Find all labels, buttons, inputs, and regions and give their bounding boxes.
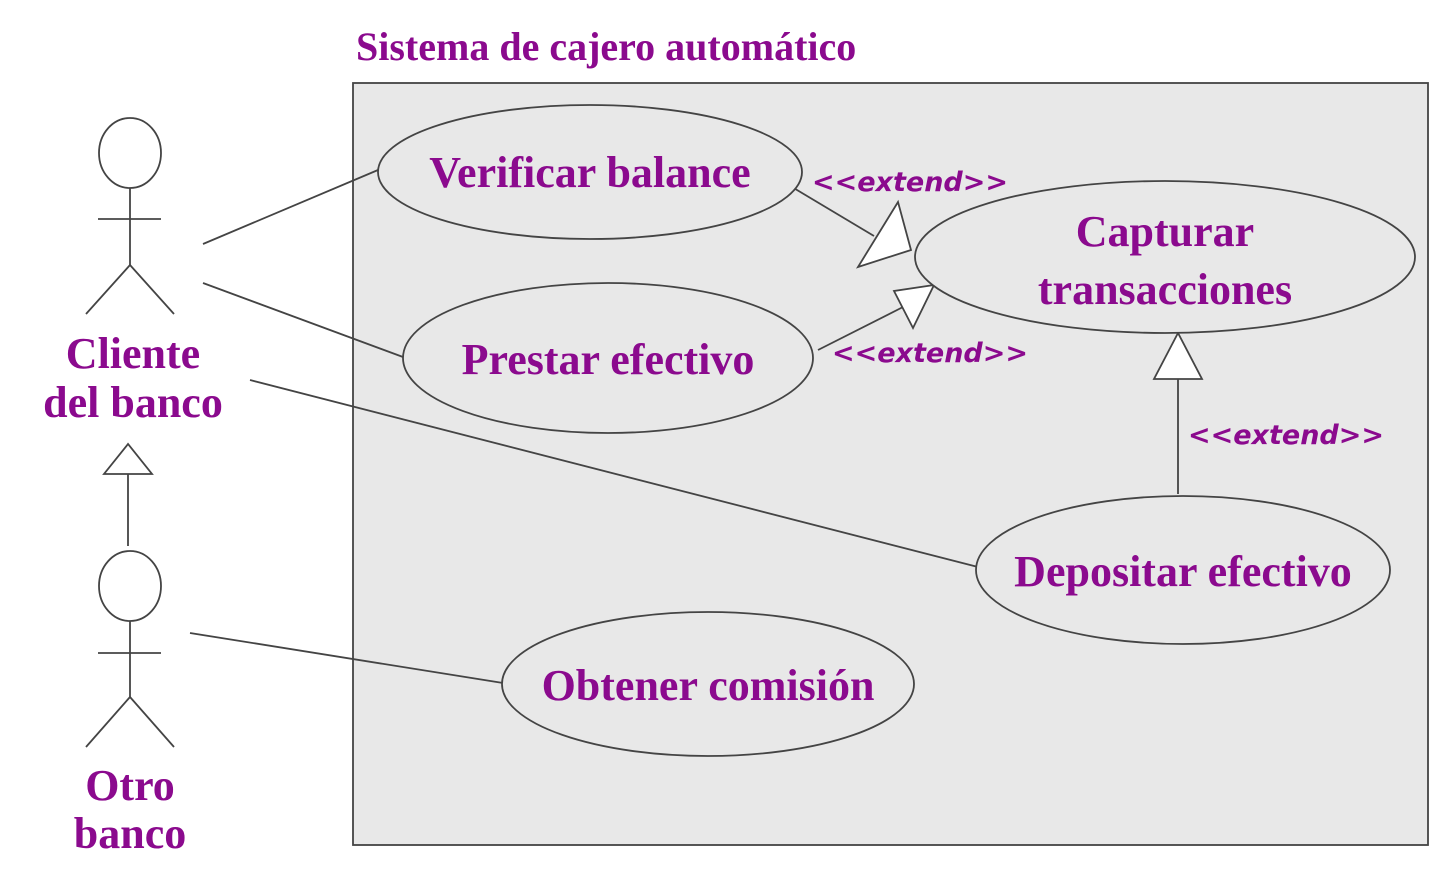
usecase-capturar-label-line2: transacciones <box>1038 265 1292 314</box>
actor-cliente-figure <box>85 117 175 315</box>
usecase-capturar-label-line1: Capturar <box>1076 207 1254 256</box>
extend-line-verificar <box>791 186 875 237</box>
extend-label-verificar: <<extend>> <box>812 167 1008 198</box>
usecase-depositar-efectivo-label: Depositar efectivo <box>1014 547 1352 596</box>
association-cliente-depositar <box>249 379 979 568</box>
association-cliente-verificar <box>202 169 379 245</box>
usecase-obtener-comision[interactable] <box>501 611 915 757</box>
actor-otro-label-line2: banco <box>74 809 186 858</box>
extend-arrowhead-prestar <box>892 283 936 331</box>
actor-cliente-label-line2: del banco <box>43 378 223 427</box>
extend-label-depositar: <<extend>> <box>1188 420 1384 451</box>
extend-arrowhead-verificar <box>855 199 913 269</box>
extend-arrowhead-depositar <box>1152 331 1204 380</box>
extend-line-prestar <box>817 306 904 351</box>
usecase-capturar-transacciones[interactable] <box>914 180 1416 334</box>
usecase-verificar-balance[interactable] <box>377 104 803 240</box>
extend-label-prestar: <<extend>> <box>832 338 1028 369</box>
usecase-verificar-balance-label: Verificar balance <box>429 148 750 197</box>
association-otro-obtener <box>189 632 504 684</box>
usecase-obtener-comision-label: Obtener comisión <box>542 661 875 710</box>
actor-otro-label-line1: Otro <box>85 761 175 810</box>
system-title: Sistema de cajero automático <box>356 24 856 69</box>
generalization-arrowhead <box>102 442 154 475</box>
actor-cliente-label-line1: Cliente <box>66 329 200 378</box>
usecase-prestar-efectivo[interactable] <box>402 282 814 434</box>
actor-otro-figure <box>85 550 175 748</box>
association-cliente-prestar <box>202 282 404 358</box>
usecase-prestar-efectivo-label: Prestar efectivo <box>462 335 755 384</box>
usecase-depositar-efectivo[interactable] <box>975 495 1391 645</box>
